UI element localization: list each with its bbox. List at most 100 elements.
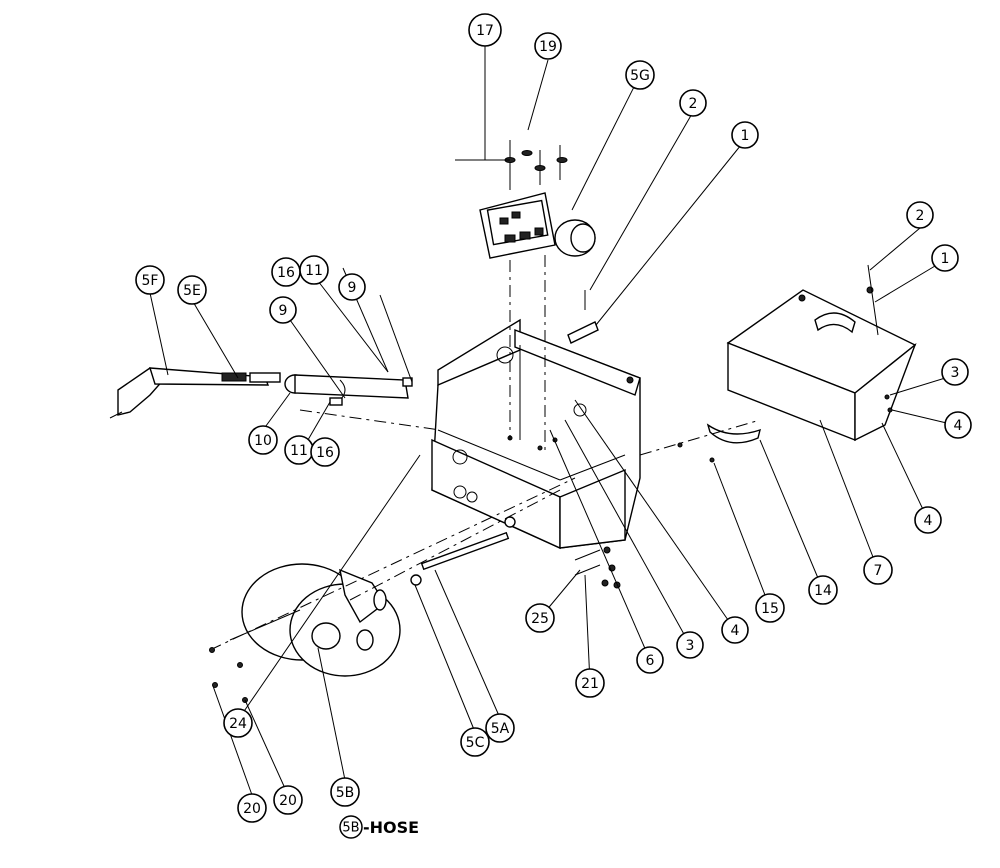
callout-balloon-b21: 21 — [575, 668, 605, 698]
callout-balloon-b9b: 9 — [269, 296, 297, 324]
callout-label: 25 — [531, 611, 549, 627]
callout-circle — [931, 244, 959, 272]
callout-label: 19 — [539, 39, 557, 55]
callout-circle — [914, 506, 942, 534]
callout-circle — [310, 437, 340, 467]
callout-balloon-b14: 14 — [808, 575, 838, 605]
callout-balloon-b4c: 4 — [721, 616, 749, 644]
callout-label: 5G — [630, 68, 650, 84]
callout-circle — [237, 793, 267, 823]
callout-circle — [534, 32, 562, 60]
hose-note-balloon-label: 5B — [342, 821, 359, 836]
callout-circle — [248, 425, 278, 455]
pump-assembly — [479, 140, 596, 259]
callout-circle — [177, 275, 207, 305]
callout-label: 21 — [581, 676, 599, 692]
callout-label: 5F — [142, 273, 159, 289]
callout-label: 17 — [476, 23, 494, 39]
callout-balloon-b11b: 11 — [284, 435, 314, 465]
callout-label: 3 — [686, 638, 695, 654]
callout-circle — [941, 358, 969, 386]
callout-circle — [299, 255, 329, 285]
callout-circle — [468, 13, 502, 47]
cabinet-frame — [431, 318, 641, 550]
callout-label: 2 — [689, 96, 698, 112]
callout-circle — [636, 646, 664, 674]
callout-label: 5B — [336, 785, 355, 801]
callout-label: 3 — [951, 365, 960, 381]
callout-circle — [721, 616, 749, 644]
callout-balloon-b20a: 20 — [237, 793, 267, 823]
callout-label: 7 — [874, 563, 883, 579]
callout-label: 5A — [491, 721, 510, 737]
callout-label: 14 — [814, 583, 832, 599]
callout-label: 16 — [316, 445, 334, 461]
callout-label: 24 — [229, 716, 247, 732]
hose-note-text: -HOSE — [363, 818, 419, 837]
callout-circle — [755, 593, 785, 623]
callout-balloon-b25: 25 — [525, 603, 555, 633]
callout-balloon-b16b: 16 — [310, 437, 340, 467]
callout-balloon-b5a: 5A — [485, 713, 515, 743]
callout-circle — [460, 727, 490, 757]
callout-balloon-b17: 17 — [468, 13, 502, 47]
callout-balloon-b24: 24 — [223, 708, 253, 738]
callout-balloon-b19: 19 — [534, 32, 562, 60]
callout-balloon-b3a: 3 — [941, 358, 969, 386]
callout-label: 1 — [741, 128, 750, 144]
callout-label: 11 — [290, 443, 308, 459]
callout-circle — [808, 575, 838, 605]
callout-circle — [676, 631, 704, 659]
callout-label: 10 — [254, 433, 272, 449]
callout-balloon-b4b: 4 — [914, 506, 942, 534]
callout-circle — [625, 60, 655, 90]
callout-balloon-b7: 7 — [863, 555, 893, 585]
callout-balloon-b3b: 3 — [676, 631, 704, 659]
callout-circle — [135, 265, 165, 295]
callout-balloon-b5b: 5B — [330, 777, 360, 807]
handle — [706, 423, 761, 444]
callout-balloon-b10: 10 — [248, 425, 278, 455]
callout-balloon-b5e: 5E — [177, 275, 207, 305]
spray-gun-wand — [109, 367, 281, 419]
callout-balloon-b11a: 11 — [299, 255, 329, 285]
callout-circle — [575, 668, 605, 698]
callout-balloon-b2a: 2 — [679, 89, 707, 117]
callout-circle — [906, 201, 934, 229]
callout-label: 6 — [646, 653, 655, 669]
callout-circle — [273, 785, 303, 815]
callout-balloon-b1a: 1 — [731, 121, 759, 149]
callout-label: 4 — [924, 513, 933, 529]
hose-reel — [229, 563, 401, 677]
callout-balloon-b5f: 5F — [135, 265, 165, 295]
callout-label: 5E — [183, 283, 201, 299]
callout-label: 2 — [916, 208, 925, 224]
callout-label: 4 — [954, 418, 963, 434]
callout-circle — [338, 273, 366, 301]
callout-balloon-b2b: 2 — [906, 201, 934, 229]
bracket-1 — [567, 290, 599, 344]
callout-circle — [525, 603, 555, 633]
callout-balloon-b4a: 4 — [944, 411, 972, 439]
callout-circle — [679, 89, 707, 117]
callout-label: 11 — [305, 263, 323, 279]
hardware-cluster — [574, 546, 621, 589]
callout-balloon-b6: 6 — [636, 646, 664, 674]
callout-circle — [731, 121, 759, 149]
callout-label: 20 — [243, 801, 261, 817]
wand-tube — [284, 374, 413, 406]
callout-balloon-b15: 15 — [755, 593, 785, 623]
callout-label: 9 — [279, 303, 288, 319]
callout-label: 1 — [941, 251, 950, 267]
callout-circle — [223, 708, 253, 738]
callout-circle — [269, 296, 297, 324]
callout-label: 15 — [761, 601, 779, 617]
callout-circle — [330, 777, 360, 807]
callout-circle — [485, 713, 515, 743]
callout-circle — [863, 555, 893, 585]
callout-label: 9 — [348, 280, 357, 296]
callout-label: 4 — [731, 623, 740, 639]
callout-label: 5C — [466, 735, 485, 751]
